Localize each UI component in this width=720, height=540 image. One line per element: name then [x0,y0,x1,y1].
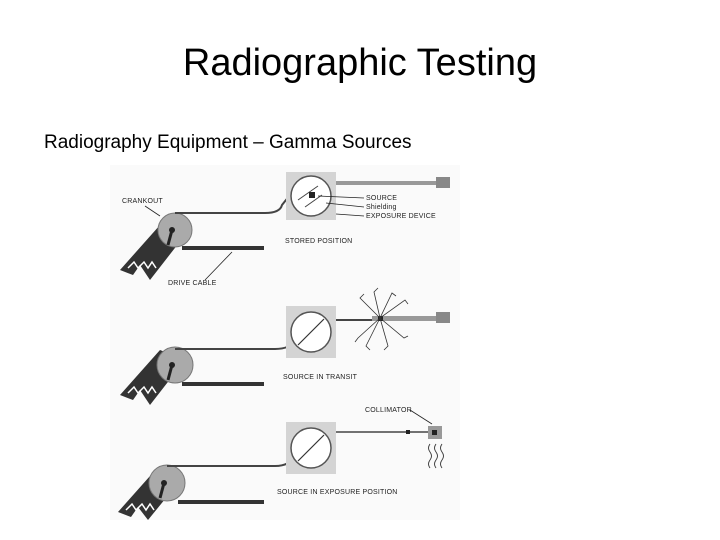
label-source: SOURCE [366,195,397,202]
label-drive-cable: DRIVE CABLE [168,280,217,287]
radiation-beam [428,443,444,469]
guide-tube [372,316,436,321]
label-shielding: Shielding [366,204,397,211]
panel-source-in-transit: SOURCE IN TRANSIT [120,287,450,405]
caption-source-in-transit: SOURCE IN TRANSIT [283,374,358,381]
control-cable [175,194,291,214]
drive-cable-tube [182,382,264,386]
drive-cable-tube [182,246,264,250]
caption-stored-position: STORED POSITION [285,238,352,245]
panel-stored-position: CRANKOUT DRIVE CABLE SOURCE Shielding EX… [120,172,450,287]
slide-subtitle: Radiography Equipment – Gamma Sources [44,132,412,153]
guide-tube [336,181,436,185]
label-exposure-device: EXPOSURE DEVICE [366,213,436,220]
label-crankout: CRANKOUT [122,198,163,205]
panel-source-in-exposure-position: COLLIMATOR SOURCE IN EXPOSURE POSITION [118,407,444,520]
caption-source-in-exposure-position: SOURCE IN EXPOSURE POSITION [277,489,398,496]
drive-cable-tube [178,500,264,504]
slide-title: Radiographic Testing [182,42,538,84]
source-capsule [432,430,437,435]
label-collimator: COLLIMATOR [365,407,412,414]
radiation-burst [354,287,409,351]
